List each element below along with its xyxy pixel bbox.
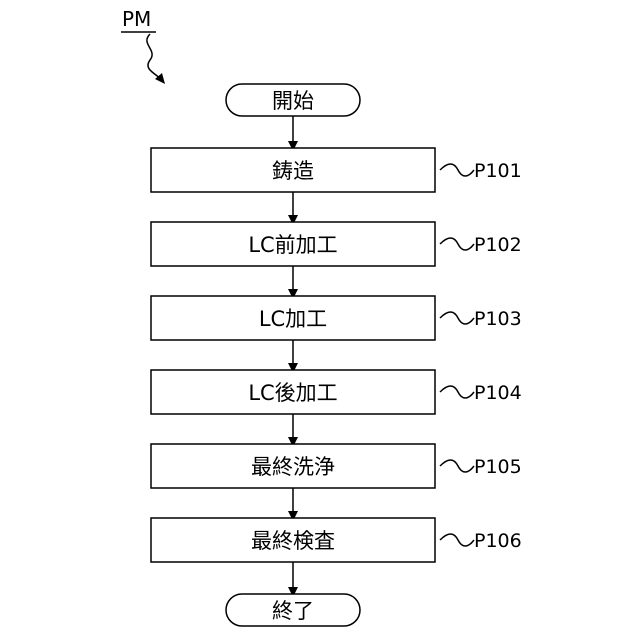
- process-label: 最終洗浄: [251, 455, 335, 479]
- process-label: 鋳造: [272, 159, 314, 183]
- figure-label-leader-arrow: [147, 34, 160, 78]
- process-step-p102: LC前加工 P102: [151, 222, 522, 266]
- ref-label: P103: [474, 308, 522, 330]
- ref-label: P101: [474, 160, 522, 182]
- process-label: LC前加工: [248, 233, 337, 257]
- process-label: LC後加工: [248, 381, 337, 405]
- process-step-p101: 鋳造 P101: [151, 148, 522, 192]
- figure-label-group: PM: [121, 7, 165, 84]
- start-label: 開始: [272, 89, 314, 113]
- ref-leader: [440, 534, 474, 546]
- ref-leader: [440, 238, 474, 250]
- process-step-p105: 最終洗浄 P105: [151, 444, 522, 488]
- ref-leader: [440, 460, 474, 472]
- start-terminal: 開始: [226, 84, 360, 116]
- end-label: 終了: [272, 599, 314, 623]
- ref-leader: [440, 164, 474, 176]
- figure-label: PM: [122, 7, 151, 31]
- process-label: 最終検査: [251, 529, 335, 553]
- ref-label: P104: [474, 382, 522, 404]
- process-step-p104: LC後加工 P104: [151, 370, 522, 414]
- ref-leader: [440, 386, 474, 398]
- ref-label: P102: [474, 234, 522, 256]
- process-step-p106: 最終検査 P106: [151, 518, 522, 562]
- ref-label: P105: [474, 456, 522, 478]
- ref-leader: [440, 312, 474, 324]
- end-terminal: 終了: [226, 594, 360, 626]
- ref-label: P106: [474, 530, 522, 552]
- process-label: LC加工: [259, 307, 327, 331]
- process-step-p103: LC加工 P103: [151, 296, 522, 340]
